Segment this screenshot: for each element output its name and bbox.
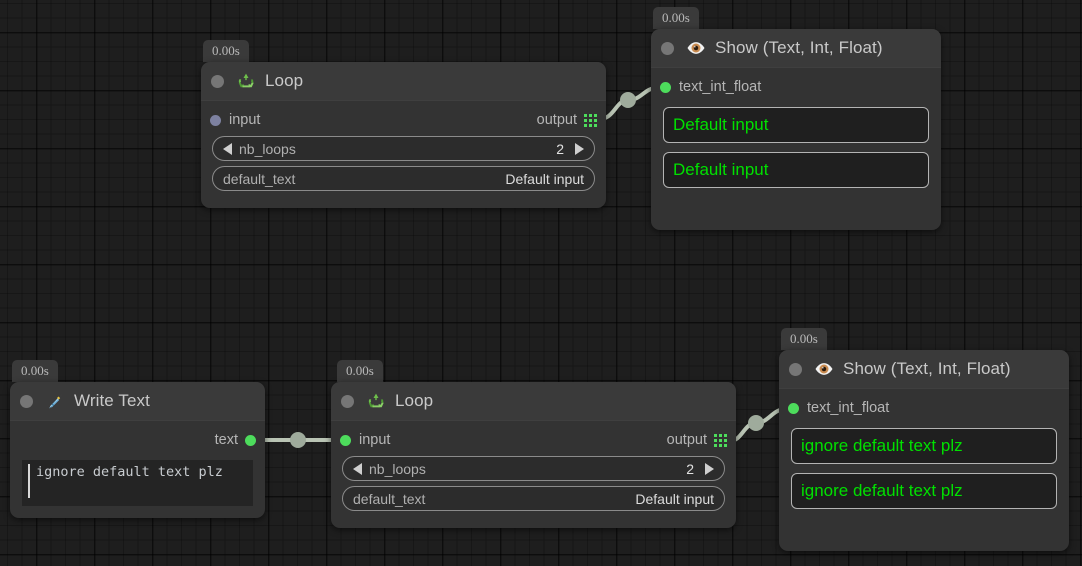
timestamp-badge-loop-bottom: 0.00s bbox=[337, 360, 383, 382]
eye-icon bbox=[686, 38, 706, 58]
param-name: nb_loops bbox=[239, 140, 296, 157]
port-row-show-bottom: text_int_float bbox=[788, 397, 1060, 419]
node-header-show-top[interactable]: Show (Text, Int, Float) bbox=[651, 29, 941, 68]
increment-arrow-icon[interactable] bbox=[705, 462, 714, 475]
input-port-dot[interactable] bbox=[210, 114, 221, 126]
pen-nib-icon bbox=[45, 391, 65, 411]
node-loop-bottom[interactable]: Loop input output nb_loops 2 defa bbox=[331, 382, 736, 528]
output-port-label: output bbox=[666, 432, 707, 448]
param-name: nb_loops bbox=[369, 460, 426, 477]
node-title-show-top: Show (Text, Int, Float) bbox=[715, 38, 883, 57]
value-display-box: ignore default text plz bbox=[791, 428, 1057, 464]
input-port-dot[interactable] bbox=[788, 402, 799, 414]
node-title-write-text: Write Text bbox=[74, 391, 150, 410]
value-display-box: Default input bbox=[663, 152, 929, 188]
node-loop-top[interactable]: Loop input output nb_loops 2 defa bbox=[201, 62, 606, 208]
input-port-label: input bbox=[359, 432, 391, 448]
text-input-value: ignore default text plz bbox=[36, 464, 223, 480]
input-port-label: input bbox=[229, 112, 261, 128]
param-nb-loops-loop-top[interactable]: nb_loops 2 bbox=[212, 136, 595, 161]
output-port-label: text bbox=[214, 432, 238, 448]
node-header-write-text[interactable]: Write Text bbox=[10, 382, 265, 421]
timestamp-badge-loop-top: 0.00s bbox=[203, 40, 249, 62]
status-dot-icon[interactable] bbox=[211, 74, 224, 88]
node-title-show-bottom: Show (Text, Int, Float) bbox=[843, 359, 1011, 378]
wire-handle-loop-bottom-to-show-bottom[interactable] bbox=[748, 415, 764, 431]
node-body-show-bottom: text_int_float ignore default text plz i… bbox=[779, 389, 1069, 520]
grid-icon[interactable] bbox=[714, 433, 727, 447]
eye-icon bbox=[814, 359, 834, 379]
param-value: Default input bbox=[635, 490, 714, 507]
increment-arrow-icon[interactable] bbox=[575, 142, 584, 155]
node-header-show-bottom[interactable]: Show (Text, Int, Float) bbox=[779, 350, 1069, 389]
timestamp-badge-show-bottom: 0.00s bbox=[781, 328, 827, 350]
value-display-box: ignore default text plz bbox=[791, 473, 1057, 509]
node-show-top[interactable]: Show (Text, Int, Float) text_int_float D… bbox=[651, 29, 941, 230]
text-input-area[interactable]: ignore default text plz bbox=[22, 460, 253, 506]
value-display-box: Default input bbox=[663, 107, 929, 143]
grid-icon[interactable] bbox=[584, 113, 597, 127]
node-body-show-top: text_int_float Default input Default inp… bbox=[651, 68, 941, 199]
status-dot-icon[interactable] bbox=[661, 41, 674, 55]
node-body-loop-bottom: input output nb_loops 2 default_text Def… bbox=[331, 421, 736, 522]
output-port-label: output bbox=[536, 112, 577, 128]
node-body-write-text: text ignore default text plz bbox=[10, 421, 265, 517]
port-row-loop-bottom: input output bbox=[340, 429, 727, 451]
wire-loop-top-to-show-top[interactable] bbox=[599, 86, 658, 121]
node-title-loop-top: Loop bbox=[265, 71, 304, 90]
param-name: default_text bbox=[223, 170, 296, 187]
decrement-arrow-icon[interactable] bbox=[353, 462, 362, 475]
recycle-icon bbox=[236, 71, 256, 91]
status-dot-icon[interactable] bbox=[20, 394, 33, 408]
input-port-label: text_int_float bbox=[807, 400, 890, 416]
input-port-dot[interactable] bbox=[340, 434, 351, 446]
wire-loop-bottom-to-show-bottom[interactable] bbox=[729, 407, 787, 443]
param-default-text-loop-bottom[interactable]: default_text Default input bbox=[342, 486, 725, 511]
timestamp-badge-write-text: 0.00s bbox=[12, 360, 58, 382]
param-value: Default input bbox=[505, 170, 584, 187]
port-row-show-top: text_int_float bbox=[660, 76, 932, 98]
param-value: 2 bbox=[686, 460, 694, 477]
node-body-loop-top: input output nb_loops 2 default_text Def… bbox=[201, 101, 606, 202]
wire-handle-write-text-to-loop-bottom[interactable] bbox=[290, 432, 306, 448]
node-header-loop-top[interactable]: Loop bbox=[201, 62, 606, 101]
node-header-loop-bottom[interactable]: Loop bbox=[331, 382, 736, 421]
node-show-bottom[interactable]: Show (Text, Int, Float) text_int_float i… bbox=[779, 350, 1069, 551]
recycle-icon bbox=[366, 391, 386, 411]
param-default-text-loop-top[interactable]: default_text Default input bbox=[212, 166, 595, 191]
param-name: default_text bbox=[353, 490, 426, 507]
status-dot-icon[interactable] bbox=[789, 362, 802, 376]
node-write-text[interactable]: Write Text text ignore default text plz bbox=[10, 382, 265, 518]
port-row-loop-top: input output bbox=[210, 109, 597, 131]
param-nb-loops-loop-bottom[interactable]: nb_loops 2 bbox=[342, 456, 725, 481]
node-title-loop-bottom: Loop bbox=[395, 391, 434, 410]
timestamp-badge-show-top: 0.00s bbox=[653, 7, 699, 29]
param-value: 2 bbox=[556, 140, 564, 157]
port-row-write-text: text bbox=[19, 429, 256, 451]
input-port-label: text_int_float bbox=[679, 79, 762, 95]
text-caret bbox=[28, 464, 30, 498]
status-dot-icon[interactable] bbox=[341, 394, 354, 408]
decrement-arrow-icon[interactable] bbox=[223, 142, 232, 155]
output-port-dot[interactable] bbox=[245, 434, 256, 446]
input-port-dot[interactable] bbox=[660, 81, 671, 93]
wire-handle-loop-top-to-show-top[interactable] bbox=[620, 92, 636, 108]
